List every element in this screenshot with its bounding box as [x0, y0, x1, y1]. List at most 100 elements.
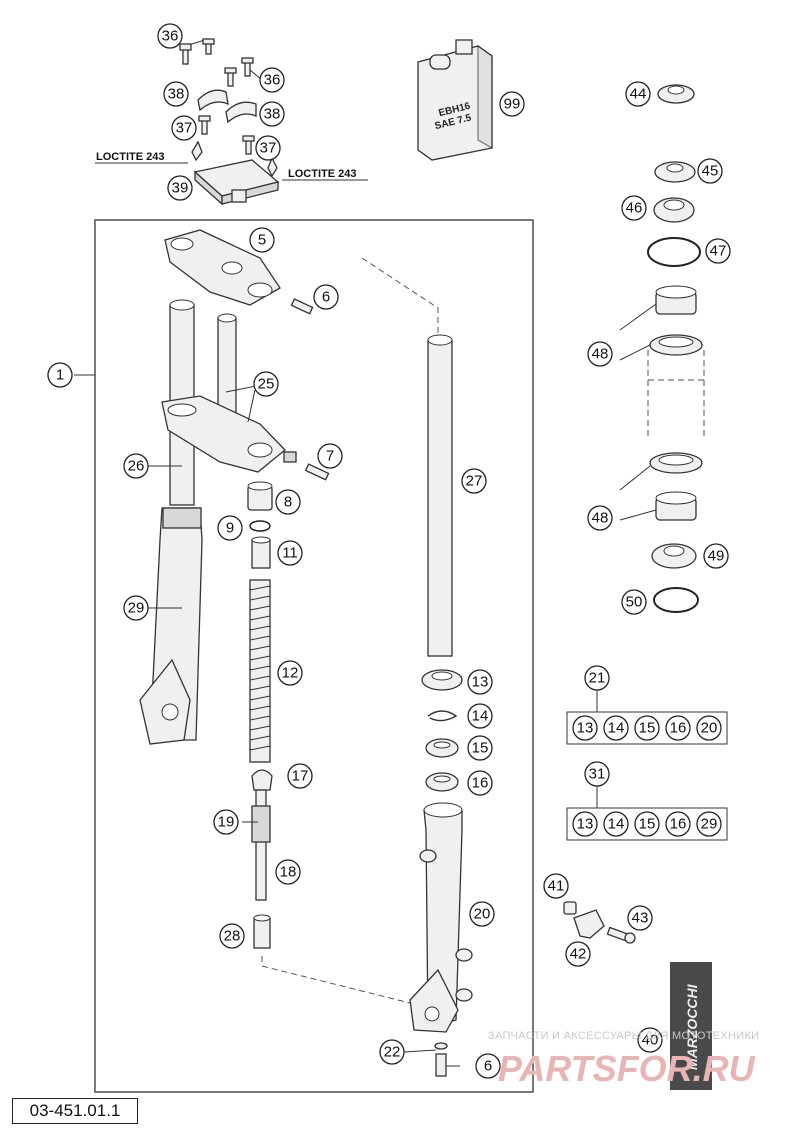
steering-bearing-upper: [619, 285, 703, 361]
spring-12: [249, 579, 271, 763]
callout-28: 28: [219, 923, 245, 949]
o-ring-50: [653, 587, 699, 613]
callout-49: 49: [703, 543, 729, 569]
kit-item-number: 16: [670, 720, 687, 737]
callout-48b: 48: [587, 505, 613, 531]
callout-number: 19: [218, 814, 235, 831]
callout-number: 22: [384, 1044, 401, 1061]
cap-8: [247, 481, 273, 511]
callout-number: 17: [292, 768, 309, 785]
callout-number: 27: [466, 473, 483, 490]
callout-number: 38: [264, 106, 281, 123]
callout-6b: 6: [475, 1053, 501, 1079]
kit-item-circle: [572, 811, 598, 837]
callout-number: 46: [626, 200, 643, 217]
callout-29: 29: [123, 595, 149, 621]
kit-item-number: 16: [670, 816, 687, 833]
callout-number: 39: [172, 180, 189, 197]
callout-number: 45: [702, 163, 719, 180]
callout-number: 36: [162, 28, 179, 45]
fork-oil-can: EBH16 SAE 7.5: [417, 39, 493, 161]
callout-22: 22: [379, 1039, 405, 1065]
steering-nut-44: [657, 84, 695, 104]
bolt-6-top: [290, 298, 314, 315]
callout-1: 1: [47, 362, 73, 388]
damper-rod: [251, 769, 273, 901]
callout-14: 14: [467, 703, 493, 729]
callout-number: 7: [326, 448, 334, 465]
callout-number: 16: [472, 775, 489, 792]
callout-number: 12: [282, 665, 299, 682]
callout-9: 9: [217, 515, 243, 541]
callout-number: 6: [322, 289, 330, 306]
callout-36a: 36: [157, 23, 183, 49]
callout-number: 13: [472, 674, 489, 691]
callout-number: 11: [282, 545, 298, 562]
callout-37b: 37: [255, 135, 281, 161]
callout-15: 15: [467, 735, 493, 761]
clamp-caps: [197, 89, 257, 124]
callout-number: 44: [630, 86, 647, 103]
spacer-28: [253, 914, 271, 949]
callout-13: 13: [467, 669, 493, 695]
watermark-logo: PARTSFOR.RU: [498, 1048, 755, 1089]
callout-number: 37: [260, 140, 277, 157]
kit-item-circle: [572, 715, 598, 741]
callout-number: 18: [280, 864, 297, 881]
callout-43: 43: [627, 905, 653, 931]
callout-11: 11: [277, 540, 303, 566]
callout-number: 42: [570, 946, 587, 963]
callout-number: 36: [264, 72, 281, 89]
seal-49: [651, 543, 697, 569]
callout-number: 50: [626, 594, 643, 611]
callout-46: 46: [621, 195, 647, 221]
steering-bearing-lower: [619, 452, 703, 521]
loctite-label-right: LOCTITE 243: [288, 168, 356, 180]
kit-item-number: 29: [701, 816, 718, 833]
callout-20: 20: [469, 901, 495, 927]
callout-6a: 6: [313, 284, 339, 310]
callout-38b: 38: [259, 101, 285, 127]
callout-number: 41: [548, 878, 565, 895]
callout-50: 50: [621, 589, 647, 615]
callout-7: 7: [317, 443, 343, 469]
loctite-label-left: LOCTITE 243: [96, 151, 164, 163]
dashed-line-upper: [361, 257, 439, 334]
callout-leaders: [74, 374, 460, 1067]
kit-item-circle: [634, 715, 660, 741]
outer-tube-20: [409, 802, 473, 1033]
callout-12: 12: [277, 660, 303, 686]
callout-40: 40: [637, 1027, 663, 1053]
kit-item-number: 14: [608, 816, 625, 833]
marzocchi-badge: MARZOCCHI: [670, 962, 712, 1090]
callout-37a: 37: [171, 115, 197, 141]
callout-number: 29: [128, 600, 145, 617]
callout-45: 45: [697, 158, 723, 184]
callout-number: 49: [708, 548, 725, 565]
callout-number: 48: [592, 510, 609, 527]
callout-number: 21: [589, 670, 606, 687]
axle-clamp-parts: [563, 901, 636, 944]
callout-number: 31: [589, 766, 606, 783]
dashed-line-lower: [261, 956, 439, 1011]
fork-assembly-frame: [94, 219, 534, 1093]
callout-41: 41: [543, 873, 569, 899]
callout-16: 16: [467, 770, 493, 796]
callout-number: 26: [128, 458, 145, 475]
kit-item-number: 20: [701, 720, 718, 737]
callout-number: 99: [504, 96, 521, 113]
callout-38a: 38: [163, 81, 189, 107]
kit-item-circle: [696, 811, 722, 837]
callout-31: 31: [584, 761, 610, 787]
fork-tube-27: [427, 334, 453, 657]
callout-17: 17: [287, 763, 313, 789]
brand-badge-text: MARZOCCHI: [684, 983, 700, 1070]
bushing-16: [425, 772, 459, 792]
callout-8: 8: [275, 489, 301, 515]
spacer-46: [653, 197, 695, 223]
kit-item-circle: [696, 715, 722, 741]
handlebar-clamp-base: [193, 159, 280, 206]
callout-number: 6: [484, 1058, 492, 1075]
